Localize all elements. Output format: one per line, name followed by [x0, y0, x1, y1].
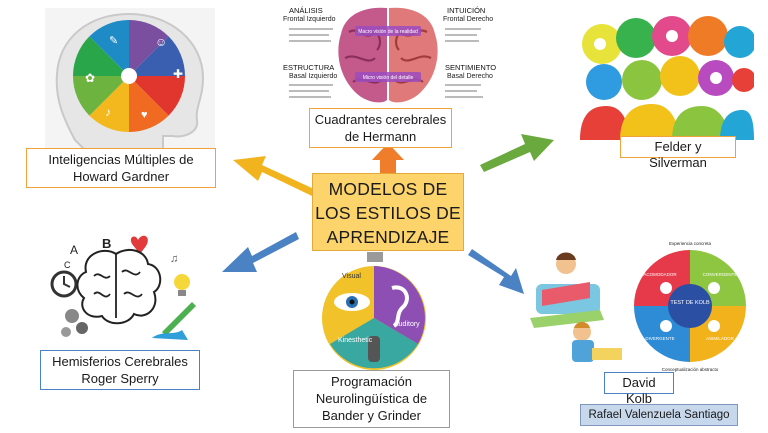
gardner-label: Inteligencias Múltiples de Howard Gardne… [26, 148, 216, 188]
svg-text:♥: ♥ [141, 109, 148, 121]
hermann-line-2: de Hermann [344, 129, 417, 144]
center-title: MODELOS DE LOS ESTILOS DE APRENDIZAJE [312, 173, 464, 251]
svg-text:Experiencia concreta: Experiencia concreta [669, 241, 712, 246]
svg-text:ACOMODADOR: ACOMODADOR [643, 272, 677, 277]
kolb-label: David Kolb [604, 372, 674, 406]
pnl-line-3: Bander y Grinder [322, 408, 421, 423]
felder-label: Felder y Silverman [620, 136, 736, 170]
center-line-1: MODELOS DE [328, 179, 448, 199]
svg-text:Kinesthetic: Kinesthetic [338, 337, 373, 344]
hermann-label: Cuadrantes cerebrales de Hermann [309, 108, 452, 148]
felder-line: Felder y Silverman [649, 139, 707, 170]
svg-text:Frontal Derecho: Frontal Derecho [443, 16, 493, 23]
pnl-label: Programación Neurolingüística de Bander … [293, 370, 450, 428]
svg-text:A: A [70, 243, 78, 257]
center-line-3: APRENDIZAJE [326, 227, 450, 247]
svg-text:B: B [102, 236, 111, 251]
felder-image [580, 14, 756, 140]
svg-text:Frontal Izquierdo: Frontal Izquierdo [283, 16, 336, 23]
center-line-2: LOS ESTILOS DE [315, 203, 461, 223]
pnl-line-1: Programación [331, 374, 412, 389]
svg-text:Micro visión del detalle: Micro visión del detalle [363, 75, 414, 81]
author-badge: Rafael Valenzuela Santiago [580, 404, 738, 426]
svg-text:Basal Izquierdo: Basal Izquierdo [289, 73, 337, 80]
sperry-image: A B C ♫ [42, 232, 218, 350]
arrow-to-felder [480, 134, 554, 172]
svg-text:TEST DE KOLB: TEST DE KOLB [670, 300, 710, 306]
gardner-line-1: Inteligencias Múltiples de [48, 152, 194, 167]
pnl-line-2: Neurolingüística de [315, 391, 428, 406]
sperry-line-2: Roger Sperry [81, 371, 159, 386]
svg-text:Conceptualización abstracto: Conceptualización abstracto [662, 367, 719, 372]
svg-text:CONVERGENTE: CONVERGENTE [703, 272, 738, 277]
kolb-image: TEST DE KOLB ACOMODADOR CONVERGENTE DIVE… [530, 240, 758, 372]
arrow-to-gardner [233, 156, 314, 196]
hermann-image: ANÁLISIS Frontal Izquierdo INTUICIÓN Fro… [279, 0, 497, 110]
svg-text:♪: ♪ [105, 105, 111, 119]
sperry-label: Hemisferios Cerebrales Roger Sperry [40, 350, 200, 390]
svg-text:✚: ✚ [173, 67, 183, 81]
svg-text:Macro visión de la realidad: Macro visión de la realidad [358, 29, 418, 35]
svg-text:✿: ✿ [85, 71, 95, 85]
svg-text:SENTIMIENTO: SENTIMIENTO [445, 63, 496, 72]
svg-text:♫: ♫ [170, 253, 178, 265]
svg-text:✎: ✎ [109, 35, 118, 47]
svg-text:☺: ☺ [155, 35, 167, 49]
arrow-up-hermann [372, 143, 404, 174]
gardner-image: ☺ ✚ ✎ ✿ ♪ ♥ [45, 8, 215, 151]
hermann-line-1: Cuadrantes cerebrales [314, 112, 447, 127]
svg-text:ASIMILADOR: ASIMILADOR [706, 336, 735, 341]
svg-text:C: C [64, 260, 71, 270]
kolb-line: David Kolb [622, 375, 656, 406]
svg-text:Auditory: Auditory [394, 321, 420, 328]
svg-text:Visual: Visual [342, 273, 361, 280]
arrow-to-sperry [222, 232, 299, 272]
svg-text:INTUICIÓN: INTUICIÓN [447, 6, 485, 15]
svg-text:DIVERGENTE: DIVERGENTE [645, 336, 674, 341]
sperry-line-1: Hemisferios Cerebrales [52, 354, 188, 369]
arrow-to-kolb [468, 249, 524, 294]
gardner-line-2: Howard Gardner [72, 169, 170, 184]
pnl-image: Visual Auditory Kinesthetic [318, 262, 430, 372]
svg-text:ESTRUCTURA: ESTRUCTURA [283, 63, 334, 72]
svg-text:Basal Derecho: Basal Derecho [447, 73, 493, 80]
svg-text:ANÁLISIS: ANÁLISIS [289, 6, 323, 15]
